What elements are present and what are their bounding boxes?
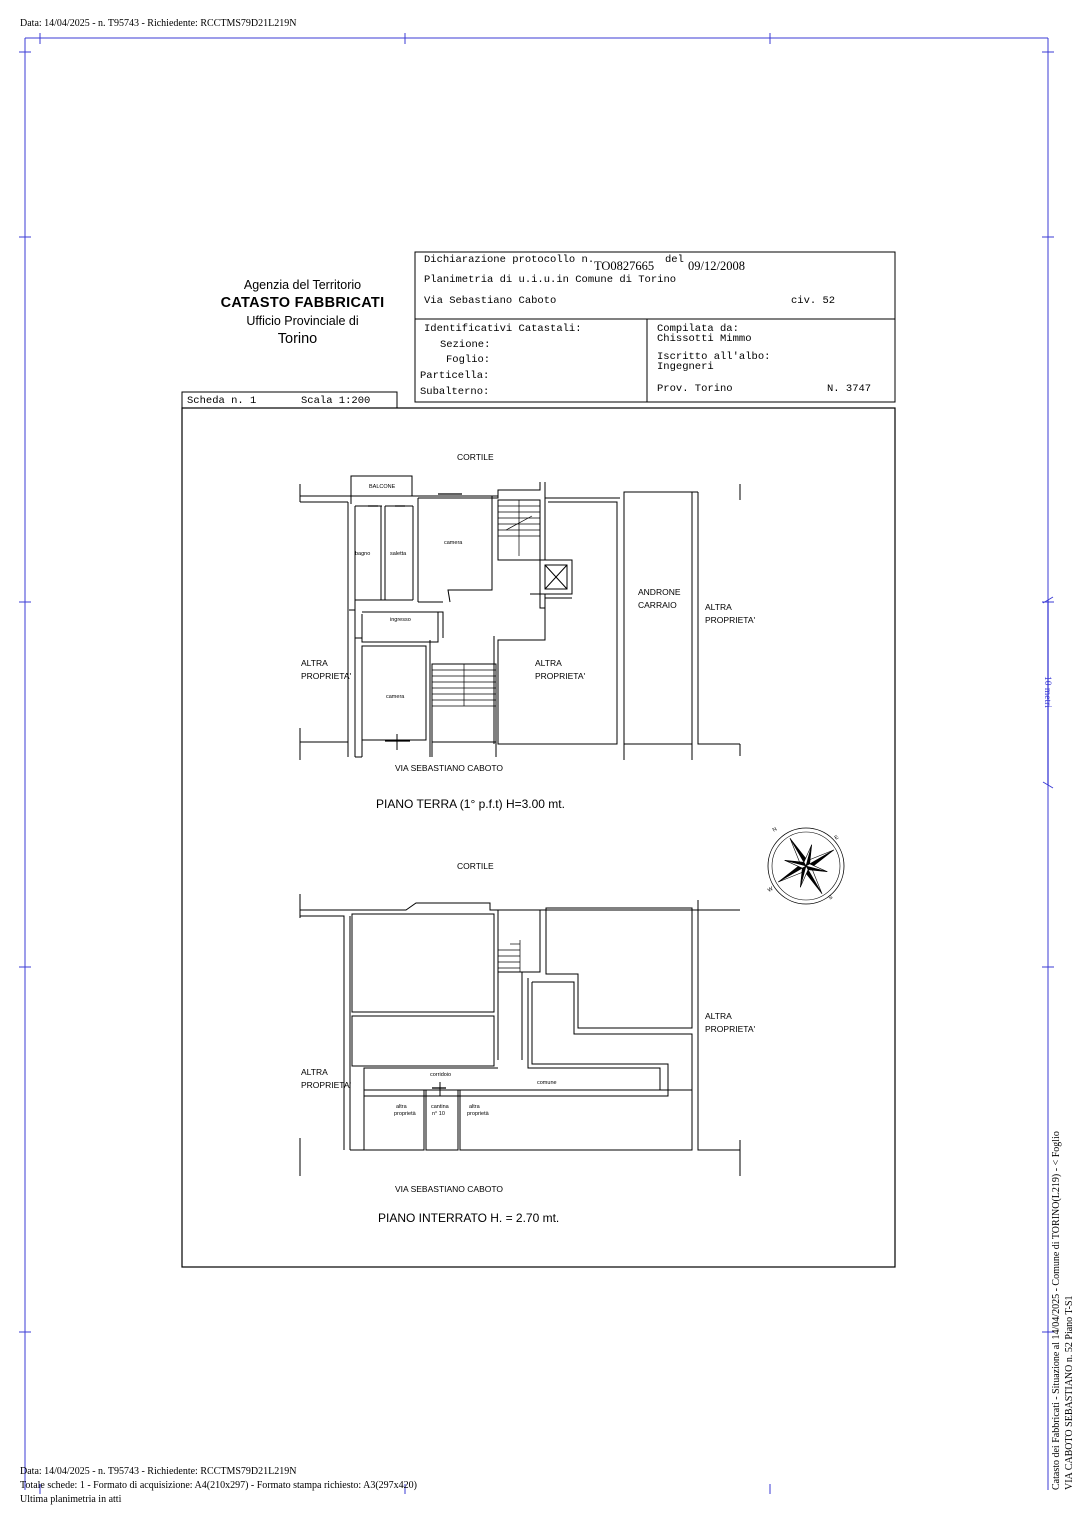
compilata-name: Chissotti Mimmo [657,333,752,345]
bs-title: PIANO INTERRATO H. = 2.70 mt. [378,1211,560,1225]
via-text: Via Sebastiano Caboto [424,295,557,307]
bs-corridoio-label: corridoio [430,1072,452,1078]
bs-cortile-label: CORTILE [457,861,494,871]
gf-saletta-label: saletta [390,551,407,557]
scheda-number: Scheda n. 1 [187,395,257,407]
gf-ingresso-label: ingresso [390,617,411,623]
declaration-del: del [665,254,684,266]
sezione-label: Sezione: [440,339,491,351]
bs-altra-left-2: PROPRIETA' [301,1080,352,1090]
scale-bar-label: 10 metri [1042,676,1052,708]
gf-altra-right-1: ALTRA [705,602,732,612]
planimetria-text: Planimetria di u.i.u.in Comune di Torino [424,274,677,286]
subalterno-label: Subalterno: [420,386,490,398]
gf-androne-label-1: ANDRONE [638,587,681,597]
bs-comune-label: comune [537,1080,557,1086]
gf-altra-mid-1: ALTRA [535,658,562,668]
header-request-info: Data: 14/04/2025 - n. T95743 - Richieden… [20,18,297,29]
footer-line3: Ultima planimetria in atti [20,1494,122,1505]
bs-altra-prop-a-1: altra [396,1104,407,1110]
bs-altra-prop-a-2: proprietà [394,1111,416,1117]
gf-title: PIANO TERRA (1° p.f.t) H=3.00 mt. [376,797,565,811]
albo-number: N. 3747 [827,383,872,395]
gf-androne-label-2: CARRAIO [638,600,677,610]
bs-cantina-2: n° 10 [432,1111,445,1117]
agency-line1: Agenzia del Territorio [243,278,362,292]
bs-via-label: VIA SEBASTIANO CABOTO [395,1184,504,1194]
bs-altra-left-1: ALTRA [301,1067,328,1077]
bs-altra-right-1: ALTRA [705,1011,732,1021]
prov-text: Prov. Torino [657,383,733,395]
footer-line2: Totale schede: 1 - Formato di acquisizio… [20,1480,417,1491]
declaration-date: 09/12/2008 [688,259,745,273]
bs-cantina-1: cantina [431,1104,449,1110]
scala-text: Scala 1:200 [301,395,371,407]
footer-line1: Data: 14/04/2025 - n. T95743 - Richieden… [20,1466,297,1477]
gf-altra-right-2: PROPRIETA' [705,615,756,625]
identificativi-title: Identificativi Catastali: [424,323,582,335]
gf-camera1-label: camera [444,540,463,546]
gf-cortile-label: CORTILE [457,452,494,462]
compass-rose [767,827,845,905]
gf-bagno-label: bagno [355,551,371,557]
gf-camera2-label: camera [386,694,405,700]
foglio-label: Foglio: [446,354,491,366]
side-text-situazione: Catasto dei Fabbricati - Situazione al 1… [1051,1131,1062,1490]
bs-altra-right-2: PROPRIETA' [705,1024,756,1034]
agency-line2: CATASTO FABBRICATI [220,295,385,311]
gf-balcone-label: BALCONE [369,484,396,490]
gf-altra-left-2: PROPRIETA' [301,671,352,681]
agency-line4: Torino [277,331,318,347]
protocol-number: TO0827665 [594,259,655,273]
particella-label: Particella: [420,370,490,382]
agency-line3: Ufficio Provinciale di [246,314,359,328]
compilata-label: Compilata da: [657,323,739,335]
bs-altra-prop-b-1: altra [469,1104,480,1110]
declaration-label: Dichiarazione protocollo n. [424,254,595,266]
gf-altra-mid-2: PROPRIETA' [535,671,586,681]
civ-text: civ. 52 [791,295,836,307]
basement-plan [299,894,741,1176]
agency-block: Agenzia del Territorio CATASTO FABBRICAT… [215,278,390,347]
ground-floor-plan [299,475,741,760]
gf-via-label: VIA SEBASTIANO CABOTO [395,763,504,773]
side-text-address: VIA CABOTO SEBASTIANO n. 52 Piano T-S1 [1064,1295,1075,1490]
albo-label: Iscritto all'albo: [657,351,771,363]
gf-altra-left-1: ALTRA [301,658,328,668]
albo-value: Ingegneri [657,361,714,373]
bs-altra-prop-b-2: proprietà [467,1111,489,1117]
